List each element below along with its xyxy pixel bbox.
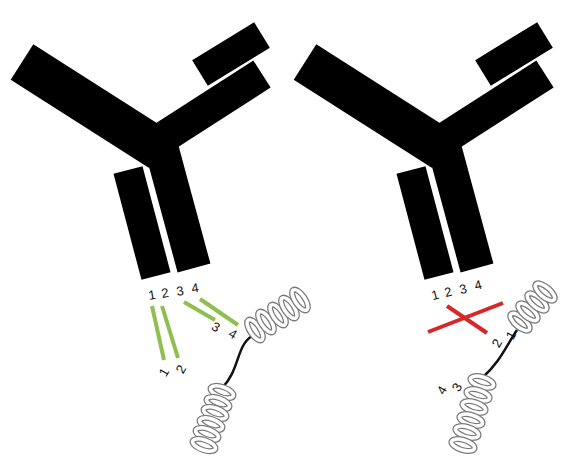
callout-number: 4 [190,281,199,295]
callout-number: 3 [450,381,465,394]
callout-number: 3 [458,282,468,296]
callout-number: 3 [175,284,184,298]
callout-number: 2 [174,363,189,376]
peptide-helix [450,280,557,453]
peptide-helix [191,287,311,453]
callout-number: 4 [435,384,450,397]
callout-number: 4 [227,327,240,342]
antibody-shape [305,35,545,276]
mismatch-cross [428,303,503,333]
match-lines [152,299,238,360]
callout-number: 3 [210,320,223,335]
callout-number: 2 [443,285,453,299]
callout-number: 2 [160,286,169,300]
callout-number: 1 [147,288,156,302]
callout-number: 1 [157,366,172,379]
antibody-shape [22,35,262,276]
callout-number: 2 [490,337,505,350]
callout-number: 1 [430,288,440,302]
callout-number: 4 [473,278,483,292]
